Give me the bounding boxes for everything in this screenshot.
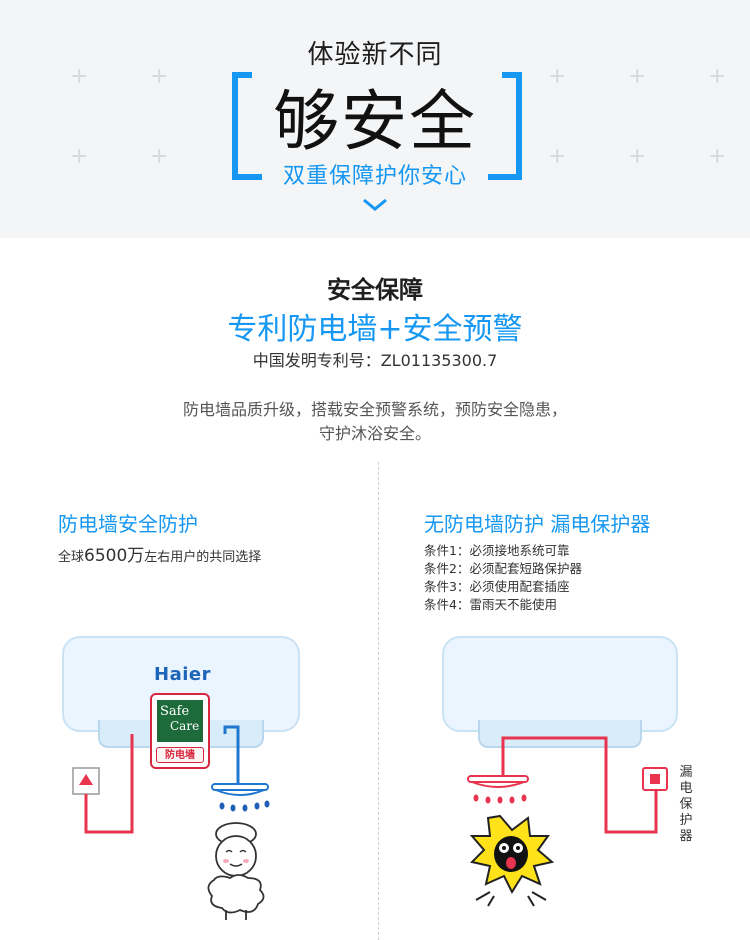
badge-word: Safe: [160, 704, 190, 719]
condition-item: 条件4：雷雨天不能使用: [424, 597, 557, 612]
plus-decoration-icon: +: [548, 144, 567, 169]
hero-title: 够安全: [273, 83, 477, 160]
user-count: 6500万: [84, 546, 145, 566]
chevron-down-icon: [363, 198, 387, 211]
bathing-person-icon: [207, 822, 265, 920]
leakage-protector-label: 漏电保护器: [679, 765, 693, 844]
leakage-protector-icon: [642, 767, 668, 791]
right-column-title: 无防电墙防护 漏电保护器: [424, 512, 651, 536]
plus-decoration-icon: +: [70, 144, 89, 169]
section-title: 专利防电墙+安全预警: [227, 312, 523, 347]
condition-item: 条件2：必须配套短路保护器: [424, 561, 582, 576]
heater-base-right: [478, 720, 642, 748]
plus-decoration-icon: +: [548, 64, 567, 89]
description-line: 防电墙品质升级，搭载安全预警系统，预防安全隐患，: [182, 400, 567, 419]
condition-item: 条件3：必须使用配套插座: [424, 579, 570, 594]
shower-head-icon: [467, 775, 529, 804]
safe-care-logo: Safe Care: [157, 700, 203, 742]
patent-number: 中国发明专利号：ZL01135300.7: [252, 351, 498, 370]
description-line: 守护沐浴安全。: [318, 424, 431, 443]
left-column-subtitle: 全球6500万左右用户的共同选择: [58, 541, 261, 566]
column-divider: [378, 462, 379, 940]
badge-word: Care: [170, 719, 200, 733]
brand-logo: Haier: [154, 664, 211, 685]
electric-shock-icon: [469, 814, 555, 907]
section-heading: 安全保障: [327, 276, 423, 304]
shower-head-icon: [211, 783, 270, 812]
water-heater-right: [442, 636, 678, 732]
hero-kicker: 体验新不同: [307, 40, 443, 70]
power-outlet-icon: [72, 767, 100, 795]
hero-banner: + + + + + + + + + + 体验新不同 够安全 双重保障护你安心: [0, 0, 750, 238]
hero-subtitle-band: [262, 162, 488, 192]
section-description: 防电墙品质升级，搭载安全预警系统，预防安全隐患， 守护沐浴安全。: [0, 398, 750, 446]
subtitle-suffix: 左右用户的共同选择: [144, 550, 262, 565]
condition-item: 条件1：必须接地系统可靠: [424, 543, 570, 558]
condition-list: 条件1：必须接地系统可靠 条件2：必须配套短路保护器 条件3：必须使用配套插座 …: [424, 542, 582, 614]
badge-label: 防电墙: [156, 747, 204, 763]
plus-decoration-icon: +: [150, 144, 169, 169]
plus-decoration-icon: +: [150, 64, 169, 89]
plus-decoration-icon: +: [708, 144, 727, 169]
plus-decoration-icon: +: [70, 64, 89, 89]
plus-decoration-icon: +: [628, 64, 647, 89]
hero-frame-gap: [252, 68, 502, 82]
safe-care-badge: Safe Care 防电墙: [150, 693, 210, 769]
plus-decoration-icon: +: [628, 144, 647, 169]
plus-decoration-icon: +: [708, 64, 727, 89]
hero-subtitle: 双重保障护你安心: [282, 164, 467, 189]
subtitle-prefix: 全球: [58, 550, 85, 565]
left-column-title: 防电墙安全防护: [58, 512, 198, 536]
